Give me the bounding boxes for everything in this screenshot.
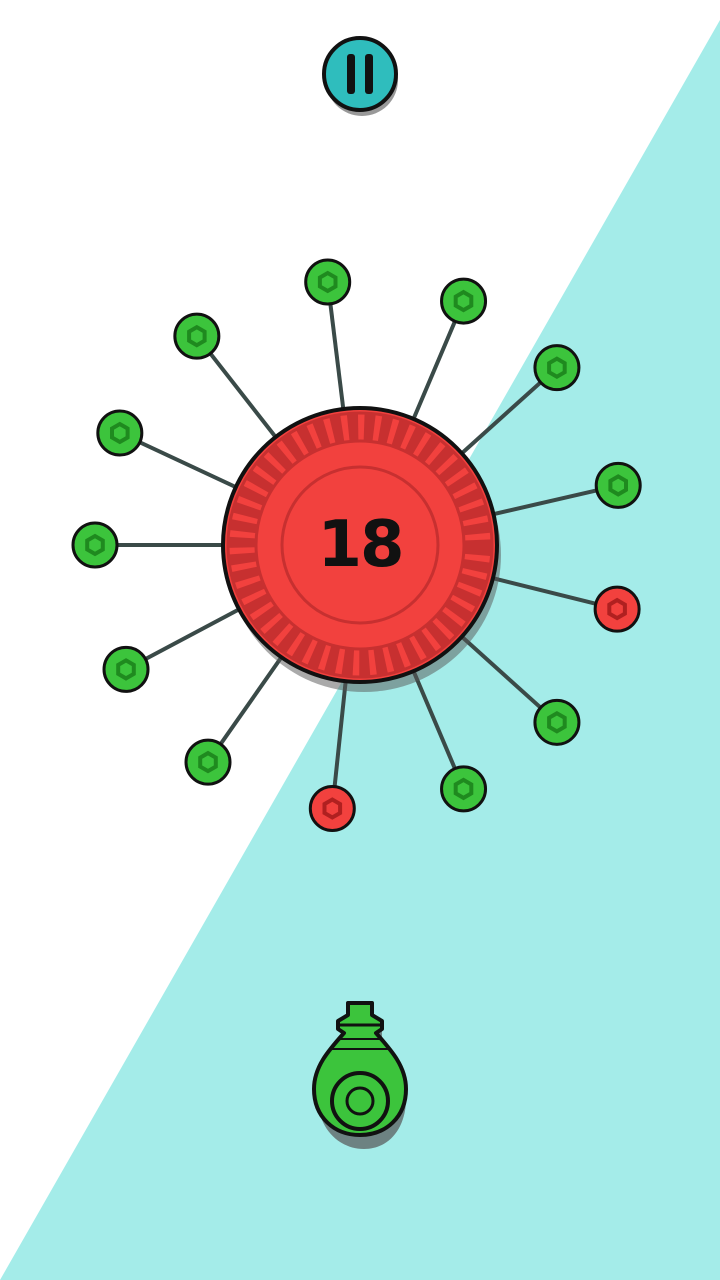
- pin-hex-mark: [608, 474, 628, 497]
- pin-head: [96, 409, 144, 457]
- pin-hex-mark: [317, 270, 338, 294]
- pin-head: [533, 344, 581, 392]
- pin-head: [102, 645, 150, 693]
- pin-head: [304, 258, 352, 306]
- pin-head: [593, 585, 641, 633]
- pin-hex-mark: [453, 777, 474, 801]
- pin-hex-mark: [547, 710, 567, 734]
- pin-hex-mark: [110, 421, 130, 445]
- pin-hex-mark: [116, 658, 136, 681]
- pin-head: [594, 461, 642, 509]
- pin-head: [440, 765, 488, 813]
- pin-head: [440, 277, 488, 325]
- pin-hex-mark: [187, 324, 207, 348]
- pin-launcher[interactable]: [300, 995, 420, 1155]
- pause-button[interactable]: [320, 36, 400, 116]
- rotating-wheel: [221, 406, 501, 692]
- pin-hex-mark: [85, 533, 105, 557]
- pause-icon: [322, 36, 398, 116]
- pin-head: [184, 738, 232, 786]
- pin-hex-mark: [547, 356, 567, 380]
- pin-hex-mark: [198, 750, 218, 774]
- pin-hex-mark: [322, 797, 343, 820]
- pin-hex-mark: [607, 597, 627, 621]
- pin-head: [533, 698, 581, 746]
- pin-head: [71, 521, 119, 569]
- pin-head: [308, 785, 356, 833]
- pin-launcher-icon: [312, 1001, 408, 1149]
- pin-hex-mark: [453, 289, 474, 313]
- pin-head: [173, 312, 221, 360]
